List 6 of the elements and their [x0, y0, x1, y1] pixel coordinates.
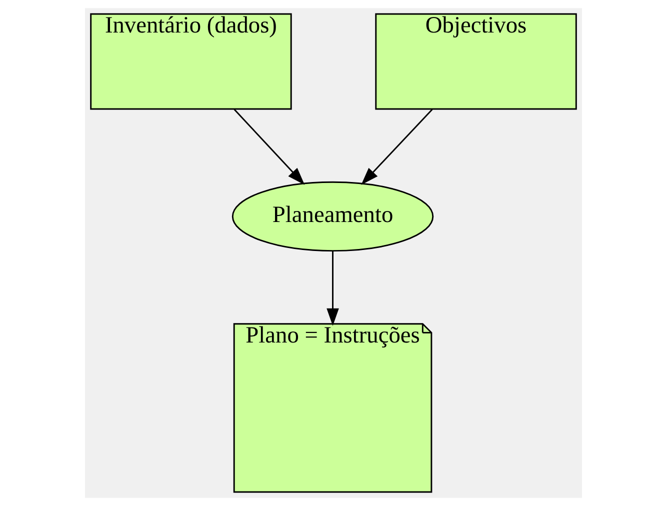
node-box: Inventário (dados): [90, 13, 292, 110]
node-box: Objectivos: [374, 13, 576, 110]
arrow: [360, 108, 432, 185]
arrow: [326, 251, 338, 326]
arrow: [233, 108, 304, 185]
node-ellipse: Planeamento: [231, 181, 434, 252]
